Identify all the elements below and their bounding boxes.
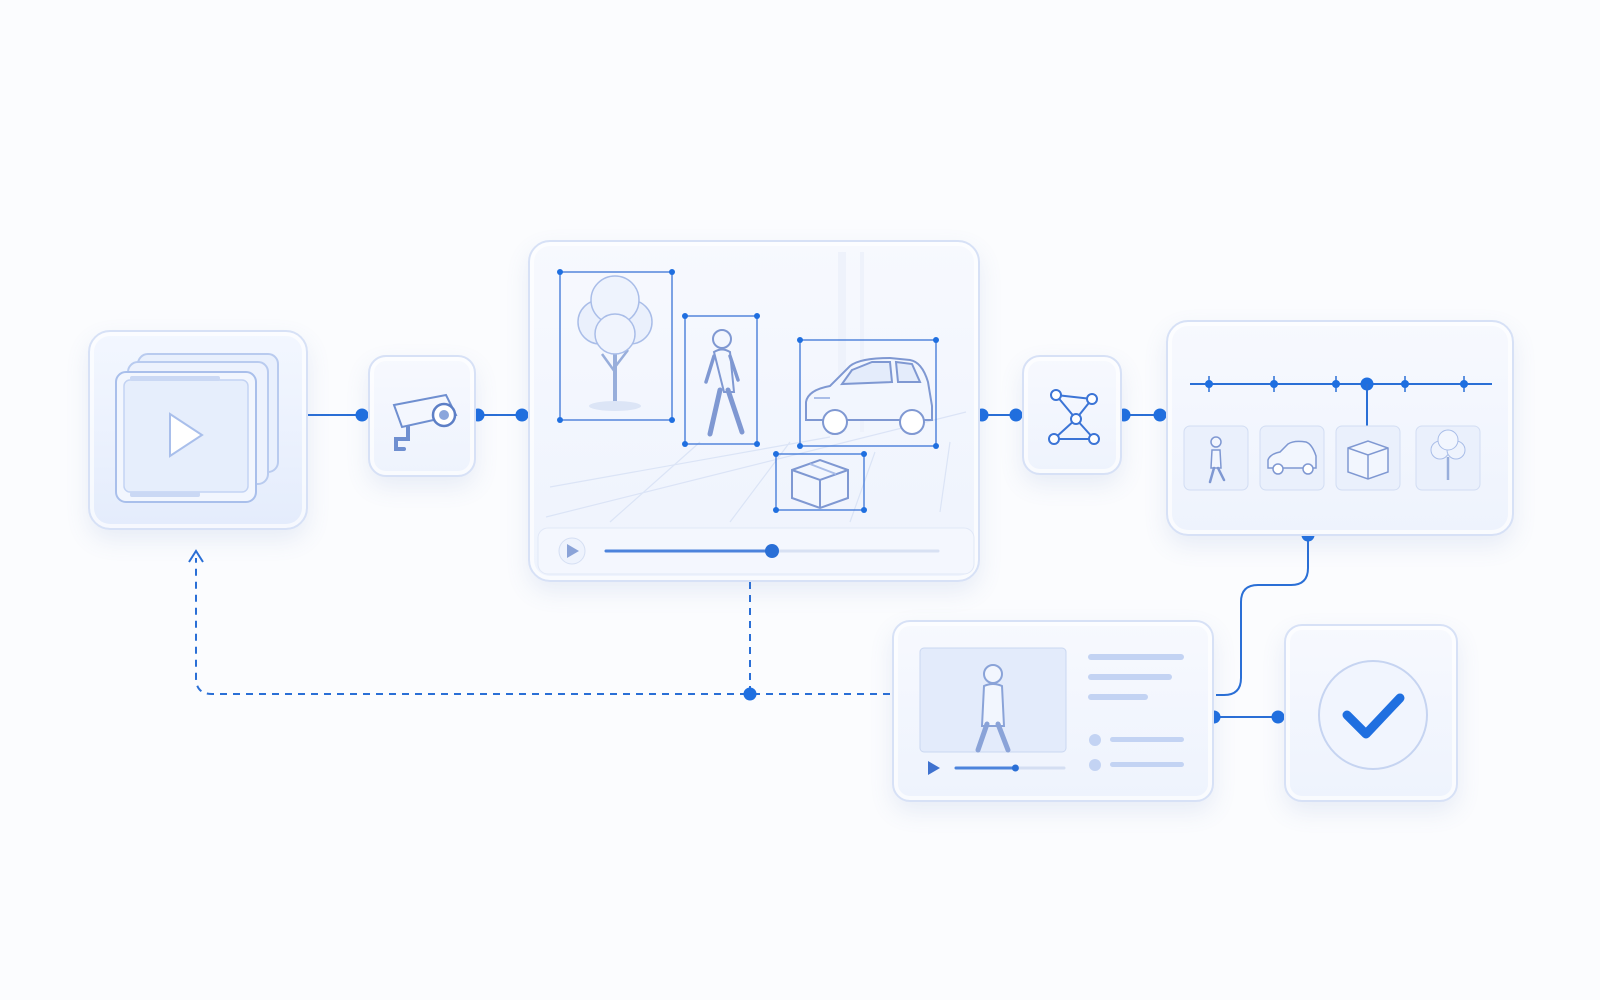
car-illustration — [805, 356, 933, 435]
thumbnail-box — [1335, 425, 1401, 491]
event-timeline-node — [1166, 320, 1514, 536]
thumbnail-tree — [1415, 425, 1481, 491]
detection-handles — [557, 269, 939, 513]
thumbnail-person — [1183, 425, 1249, 491]
tree-illustration — [577, 275, 653, 411]
network-graph-icon — [1048, 389, 1100, 445]
security-camera-icon — [392, 393, 458, 451]
camera-capture-node — [368, 355, 476, 477]
person-clip-icon — [919, 647, 1184, 775]
progress-knob[interactable] — [765, 544, 779, 558]
clip-person — [975, 664, 1011, 753]
clip-review-node — [892, 620, 1214, 802]
detection-scene — [537, 252, 975, 575]
detection-boxes — [559, 271, 937, 511]
person-illustration — [704, 329, 745, 437]
object-detection-player — [528, 240, 980, 582]
play-icon — [567, 544, 579, 558]
box-illustration — [791, 458, 849, 510]
clip-progress-knob — [1011, 764, 1019, 772]
thumbnail-car — [1259, 425, 1325, 491]
feedback-arrow-icon — [188, 549, 204, 563]
clip-play-icon[interactable] — [928, 761, 940, 775]
feedback-loop-path — [195, 558, 890, 695]
graph-analysis-node — [1022, 355, 1122, 475]
connector-timeline-review — [1216, 535, 1309, 696]
video-library-node — [88, 330, 308, 530]
checkmark-icon — [1318, 660, 1428, 770]
verification-node — [1284, 624, 1458, 802]
video-stack-icon — [115, 353, 279, 503]
timeline-icon — [1183, 376, 1492, 491]
